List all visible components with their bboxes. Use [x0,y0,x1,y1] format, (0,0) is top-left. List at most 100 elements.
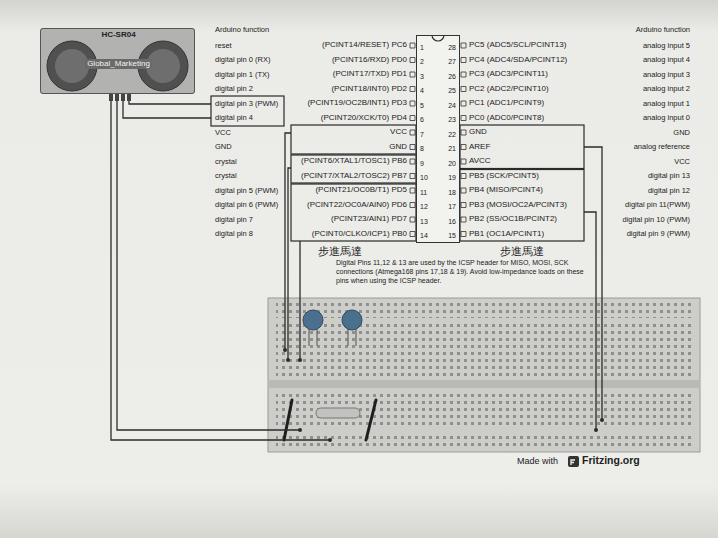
pin-number: 3 [420,72,424,81]
pin-number: 26 [448,72,456,81]
pin-name: AREF [469,142,490,152]
pin-number: 9 [420,159,424,168]
pin-name: GND [469,127,487,137]
highlight-box [291,155,416,183]
arduino-function: digital pin 0 (RX) [215,55,270,65]
pin-name: (PCINT16/RXD) PD0 [332,55,407,65]
arduino-function: digital pin 2 [215,84,253,94]
arduino-function: crystal [215,157,237,167]
pin-name: AVCC [469,156,491,166]
watermark: Global_Marketing [85,59,152,69]
pin-number: 8 [420,144,424,153]
pin-number: 18 [448,188,456,197]
chip-body [416,35,460,243]
pin-name: PB1 (OC1A/PCINT1) [469,229,544,239]
pin-name: PC1 (ADC1/PCINT9) [469,98,544,108]
jumper-wires [284,400,376,440]
arduino-function: digital pin 1 (TX) [215,70,270,80]
highlight-box [460,125,584,169]
arduino-function: VCC [674,157,690,167]
pin-name: (PCINT21/OC0B/T1) PD5 [315,185,407,195]
credit-logo-text: Fritzing.org [582,454,640,468]
pin-number: 2 [420,57,424,66]
motor-label: 步進馬達 [318,244,362,258]
pin-number: 1 [420,43,424,52]
pin-number: 14 [420,231,428,240]
pin-number: 13 [420,217,428,226]
credit-text: Made with [517,456,558,468]
pin-name: PC2 (ADC2/PCINT10) [469,84,549,94]
arduino-function: GND [215,142,232,152]
pin-name: PB4 (MISO/PCINT4) [469,185,543,195]
pin-name: (PCINT22/OC0A/AIN0) PD6 [307,200,407,210]
arduino-function: digital pin 5 (PWM) [215,186,278,196]
arduino-function: digital pin 6 (PWM) [215,200,278,210]
pin-number: 12 [420,202,428,211]
highlight-box [460,170,584,242]
pin-number: 24 [448,101,456,110]
pin-number: 19 [448,173,456,182]
ic-chip: 1282273264255246237228219201019111812171… [416,35,460,243]
hole-field [276,392,694,427]
pin-name: PB5 (SCK/PCINT5) [469,171,539,181]
arduino-function: analog input 3 [643,70,690,80]
arduino-function: digital pin 13 [648,171,690,181]
arduino-function: analog input 4 [643,55,690,65]
pin-name: PC3 (ADC3/PCINT11) [469,69,548,79]
pin-number: 11 [420,188,427,197]
pin-number: 22 [448,130,456,139]
pin-number: 16 [448,217,456,226]
pin-name: PC0 (ADC0/PCINT8) [469,113,544,123]
column-heading: Arduino function [636,25,690,35]
pin-number: 6 [420,115,424,124]
ultrasonic-sensor: HC-SR04Global_Marketing [40,28,195,94]
pin-name: GND [389,142,407,152]
pin-name: (PCINT0/CLKO/ICP1) PB0 [312,229,407,239]
fritzing-logo [568,456,579,467]
pin-number: 17 [448,202,456,211]
fritzing-logo-mark [571,460,575,465]
highlight-box [211,96,284,126]
pin-name: PC4 (ADC4/SDA/PCINT12) [469,55,567,65]
pin-name: (PCINT19/OC2B/INT1) PD3 [307,98,407,108]
pin-name: (PCINT20/XCK/T0) PD4 [321,113,407,123]
arduino-function: digital pin 10 (PWM) [622,215,690,225]
wires [111,101,602,440]
pin-number: 10 [420,173,428,182]
part-name: HC-SR04 [101,30,135,40]
motor-label: 步進馬達 [500,244,544,258]
capacitor [342,310,362,330]
pin-number: 4 [420,86,424,95]
pin-squares [410,43,466,237]
capacitor-legs [309,328,356,346]
sensor-pins [109,94,131,101]
arduino-function: digital pin 11(PWM) [625,200,690,210]
transducer-mesh [55,49,89,83]
wire-ends [283,348,604,442]
pin-name: (PCINT23/AIN1) PD7 [331,214,407,224]
arduino-function: digital pin 7 [215,215,253,225]
highlight-box [291,125,416,154]
pin-name: (PCINT18/INT0) PD2 [331,84,407,94]
pin-name: PB3 (MOSI/OC2A/PCINT3) [469,200,567,210]
arduino-function: analog reference [634,142,690,152]
pin-number: 7 [420,130,424,139]
breadboard [268,298,700,452]
highlight-boxes [211,96,584,241]
hole-field [276,324,694,376]
arduino-function: VCC [215,128,231,138]
crystal [316,408,360,418]
column-heading: Arduino function [215,25,269,35]
pin-name: VCC [390,127,407,137]
arduino-function: digital pin 12 [648,186,690,196]
arduino-function: digital pin 3 (PWM) [215,99,278,109]
pin-name: (PCINT7/XTAL2/TOSC2) PB7 [301,171,407,181]
arduino-function: digital pin 8 [215,229,253,239]
pin-number: 15 [448,231,456,240]
arduino-function: GND [673,128,690,138]
pin-number: 5 [420,101,424,110]
pin-number: 21 [448,144,456,153]
pin-name: PB2 (SS/OC1B/PCINT2) [469,214,557,224]
arduino-function: digital pin 4 [215,113,253,123]
arduino-function: reset [215,41,232,51]
